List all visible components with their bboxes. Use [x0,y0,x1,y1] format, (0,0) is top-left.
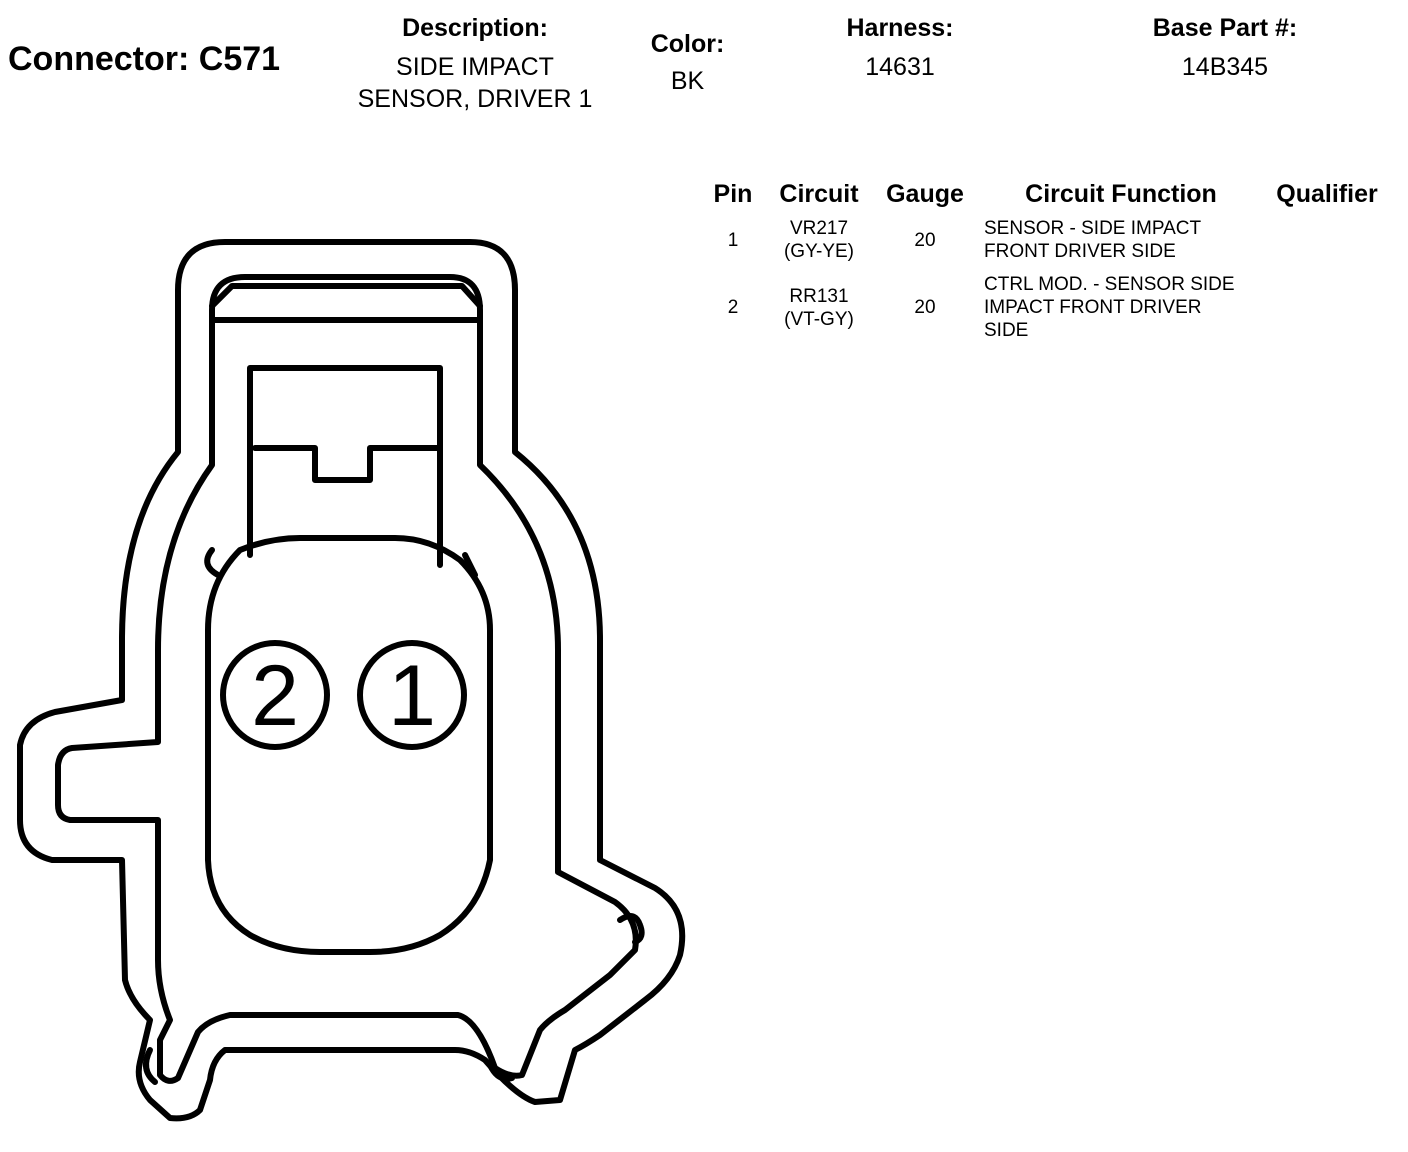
latch-notch [252,445,441,483]
circuit-cell: RR131 (VT-GY) [766,273,872,352]
latch-top-cap [209,283,483,309]
function-line: SIDE [984,320,1029,341]
housing-outer-outline [17,239,686,1122]
gauge-cell: 20 [914,297,936,318]
circuit-id: RR131 [789,285,849,307]
pin-1-circle [357,640,467,750]
circuit-color: (VT-GY) [784,308,854,330]
description-line-2: SENSOR, DRIVER 1 [357,85,593,113]
base-part-value: 14B345 [1181,53,1269,81]
description-line-1: SIDE IMPACT [396,53,554,81]
column-header-circuit-function: Circuit Function [1025,180,1217,208]
table-header-row: Pin Circuit Gauge Circuit Function Quali… [700,180,1390,217]
left-hook [204,547,221,578]
function-line: SENSOR - SIDE IMPACT [984,218,1202,239]
column-header-gauge: Gauge [886,180,964,208]
base-part-label: Base Part #: [1152,14,1298,42]
latch-window [247,365,443,568]
pin-number: 2 [727,297,739,318]
description-block: Description: SIDE IMPACT SENSOR, DRIVER … [330,14,620,115]
function-cell: SENSOR - SIDE IMPACT FRONT DRIVER SIDE [978,217,1264,273]
circuit-cell: VR217 (GY-YE) [766,217,872,273]
circuit-id: VR217 [789,218,849,239]
harness-value: 14631 [865,53,935,81]
column-header-pin: Pin [713,180,753,208]
housing-inner-outline [55,274,639,1084]
harness-block: Harness: 14631 [800,14,1000,83]
color-block: Color: BK [630,30,745,97]
pin-1-label: 1 [388,648,436,744]
column-header-circuit: Circuit [779,180,859,208]
left-foot-tab [143,1047,158,1085]
harness-label: Harness: [846,14,954,42]
column-header-qualifier: Qualifier [1276,180,1378,208]
qualifier-cell [1264,273,1390,352]
pin-table: Pin Circuit Gauge Circuit Function Quali… [700,180,1390,352]
pin-2-circle [220,640,330,750]
gauge-cell: 20 [914,229,936,251]
base-part-block: Base Part #: 14B345 [1110,14,1340,83]
circuit-color: (GY-YE) [783,241,855,262]
table-row: 2 RR131 (VT-GY) 20 CTRL MOD. - SENSOR SI… [700,273,1390,352]
description-label: Description: [402,14,548,42]
pin-2-label: 2 [251,648,299,744]
terminal-face [205,535,493,955]
qualifier-cell [1264,217,1390,273]
function-line: CTRL MOD. - SENSOR SIDE [984,274,1235,295]
right-ear-tab [617,913,645,945]
connector-title: Connector: C571 [8,40,281,78]
color-label: Color: [650,30,725,58]
table-row: 1 VR217 (GY-YE) 20 SENSOR - SIDE IMPACT … [700,217,1390,273]
pin-number: 1 [727,229,739,251]
right-foot-tab [487,1062,515,1082]
function-line: FRONT DRIVER SIDE [984,241,1176,262]
color-value: BK [670,67,705,95]
function-cell: CTRL MOD. - SENSOR SIDE IMPACT FRONT DRI… [978,273,1264,352]
connector-face-diagram: 2 1 [17,239,686,1122]
function-line: IMPACT FRONT DRIVER [984,297,1202,318]
